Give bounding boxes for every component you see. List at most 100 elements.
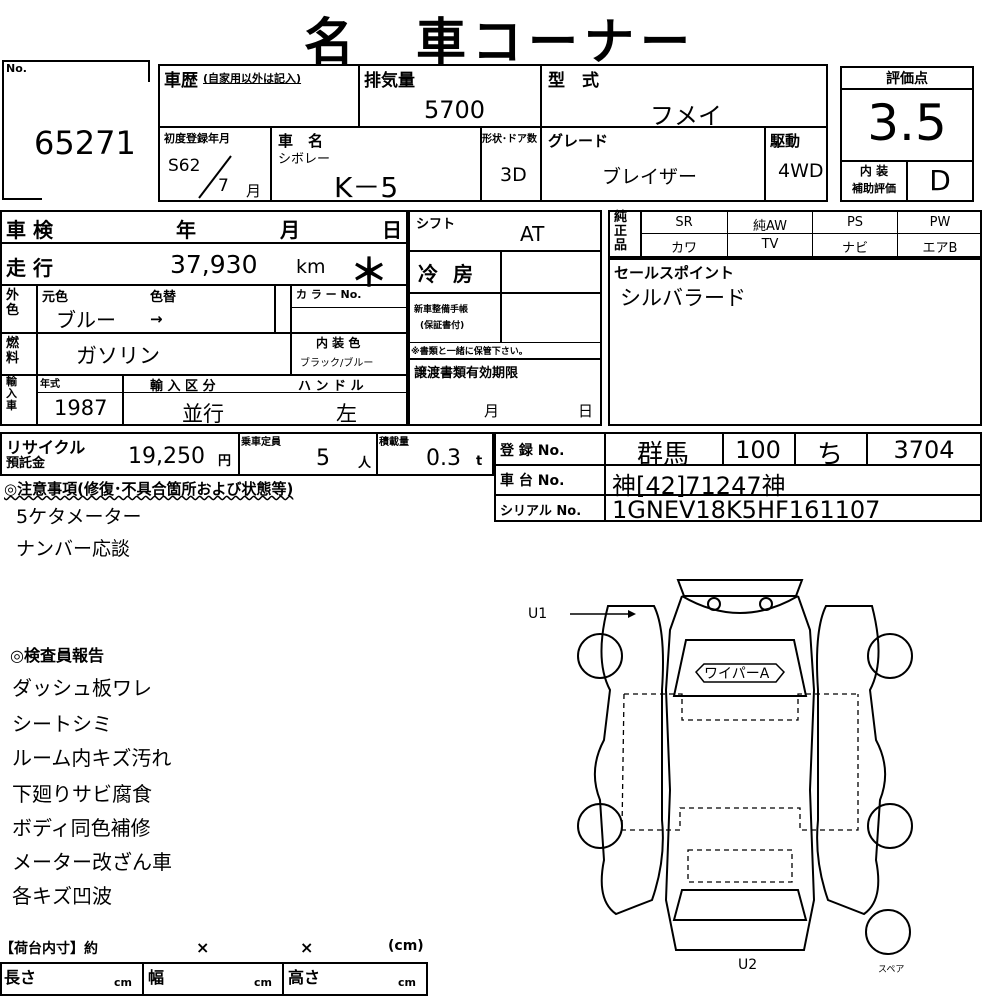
sales-point-label: セールスポイント <box>614 264 735 282</box>
genuine-airbag: エアB <box>922 241 958 256</box>
inspector-item: メーター改ざん車 <box>12 850 172 874</box>
manual-note: ※書類と一緒に保管下さい。 <box>411 347 528 357</box>
transfer-day: 日 <box>578 402 594 420</box>
serial-label: シリアル No. <box>500 504 582 519</box>
genuine-navi: ナビ <box>841 241 868 256</box>
rating-label: 評価点 <box>886 71 928 87</box>
cargo-length-unit: cm <box>114 976 132 989</box>
recycle-value: 19,250 <box>128 444 205 469</box>
doors-value: 3D <box>500 164 527 186</box>
middle-grid <box>408 210 602 426</box>
inspector-item: 下廻りサビ腐食 <box>12 782 152 806</box>
genuine-grid <box>608 210 982 258</box>
cargo-unit: (cm) <box>388 938 424 954</box>
registration-kana: ち <box>816 440 843 470</box>
inspector-item: ボディ同色補修 <box>12 816 151 840</box>
load-unit: t <box>476 454 483 469</box>
inspection-year: 年 <box>176 218 196 242</box>
number-box <box>2 60 152 202</box>
recycle-row <box>0 432 494 476</box>
inspection-month: 月 <box>280 218 300 242</box>
inspector-item: ダッシュ板ワレ <box>12 676 152 700</box>
load-label: 積載量 <box>379 437 409 448</box>
doors-label: 形状･ドア数 <box>482 134 537 145</box>
cargo-height-unit: cm <box>398 976 416 989</box>
recycle-sub: 預託金 <box>6 456 46 471</box>
inspector-item: 各キズ凹波 <box>12 884 112 908</box>
genuine-pw: PW <box>929 215 951 230</box>
u1-label: U1 <box>528 606 548 622</box>
shift-label: シフト <box>416 217 456 232</box>
top-info-grid <box>158 64 828 202</box>
genuine-sr: SR <box>675 215 693 230</box>
color-no-label: カ ラ ー No. <box>296 288 362 301</box>
rating-score: 3.5 <box>867 94 947 152</box>
history-label: 車歴 <box>164 71 198 91</box>
inspector-header: ◎検査員報告 <box>10 646 104 665</box>
first-reg-month-unit: 月 <box>246 182 262 200</box>
first-reg-label: 初度登録年月 <box>164 132 230 145</box>
handle-value: 左 <box>336 402 357 426</box>
first-reg-month: 7 <box>218 176 229 196</box>
import-type-label: 輸 入 区 分 <box>150 379 216 394</box>
mileage-value: 37,930 <box>170 250 258 279</box>
wiper-label: ワイパーA <box>704 666 770 682</box>
u2-label: U2 <box>738 957 758 973</box>
grade-label: グレード <box>548 132 609 150</box>
orig-color-label: 元色 <box>42 290 69 305</box>
manual-sub: (保証書付) <box>420 321 465 331</box>
capacity-value: 5 <box>316 446 330 471</box>
number-label: No. <box>6 62 27 75</box>
cargo-height-label: 高さ <box>288 968 321 987</box>
model-label: 型 式 <box>548 71 599 91</box>
inspection-day: 日 <box>382 218 402 242</box>
exterior-color: ブルー <box>56 308 116 332</box>
fuel-label: 燃料 <box>6 336 20 366</box>
recycle-label: リサイクル <box>6 438 86 457</box>
mileage-unit: km <box>296 256 326 278</box>
drive-label: 駆動 <box>770 132 801 150</box>
serial-value: 1GNEV18K5HF161107 <box>612 496 881 524</box>
inspection-label: 車 検 <box>6 218 53 242</box>
genuine-aw: 純AW <box>752 219 788 234</box>
import-year-label: 年式 <box>40 379 60 390</box>
model-value: フメイ <box>650 102 722 130</box>
inspector-item: シートシミ <box>12 712 112 736</box>
spec-grid <box>0 210 408 426</box>
car-maker: シボレー <box>278 152 331 167</box>
mileage-mark: ＊ <box>350 251 389 295</box>
registration-class: 100 <box>735 436 781 464</box>
grade-value: ブレイザー <box>602 166 698 188</box>
stock-number: 65271 <box>34 124 136 162</box>
cargo-header: 【荷台内寸】約 <box>0 941 98 957</box>
color-change-arrow: → <box>150 310 163 328</box>
displacement-value: 5700 <box>424 96 486 124</box>
import-year: 1987 <box>54 396 108 420</box>
interior-rating-label: 内 装 <box>859 164 889 178</box>
cargo-times-1: × <box>196 938 210 957</box>
page-title: 名 車コーナー <box>304 13 696 71</box>
car-name-value: K－5 <box>334 171 399 204</box>
genuine-label: 純正品 <box>614 210 628 253</box>
registration-number: 3704 <box>893 436 955 464</box>
chassis-value: 神[42]71247神 <box>612 472 786 500</box>
recycle-unit: 円 <box>218 454 232 469</box>
shift-value: AT <box>520 222 545 246</box>
import-label: 輸入車 <box>6 375 17 412</box>
cargo-width-label: 幅 <box>148 968 165 987</box>
manual-label: 新車整備手帳 <box>414 305 469 315</box>
notes-item: ナンバー応談 <box>16 538 131 560</box>
interior-color: ブラック/ブルー <box>300 358 374 369</box>
interior-rating-value: D <box>929 164 951 197</box>
transfer-month: 月 <box>484 402 500 420</box>
import-type: 並行 <box>182 402 224 426</box>
spare-label: スペア <box>878 965 905 975</box>
registration-grid <box>494 432 982 522</box>
ac-label: 冷 房 <box>418 262 477 286</box>
history-note: (自家用以外は記入) <box>203 72 302 85</box>
drive-value: 4WD <box>778 160 824 182</box>
cargo-times-2: × <box>300 938 314 957</box>
interior-rating-sub: 補助評価 <box>852 182 896 195</box>
interior-color-label: 内 装 色 <box>316 336 361 350</box>
cargo-length-label: 長さ <box>4 968 37 987</box>
